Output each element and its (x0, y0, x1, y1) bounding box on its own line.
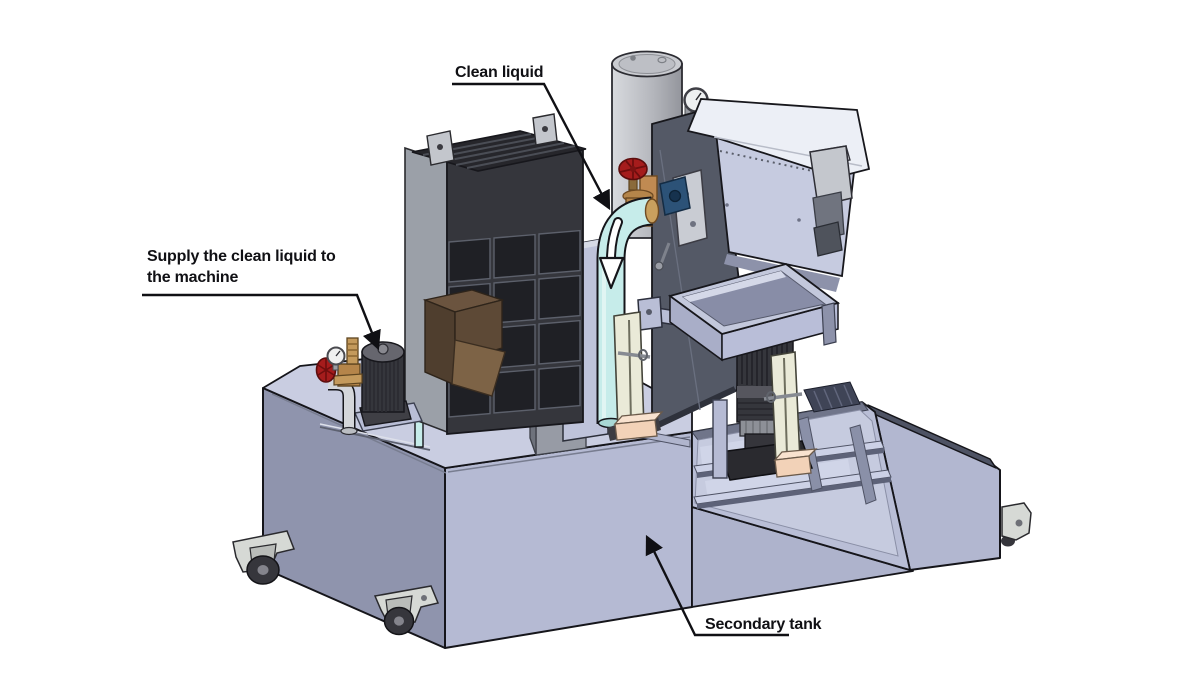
gauge-needle (695, 92, 702, 101)
peach-base-front (614, 419, 658, 441)
tank-top-rim-line (447, 436, 691, 473)
brass-barb-fitting (346, 337, 359, 365)
pipe-flange (340, 426, 358, 436)
motor-cap (377, 343, 389, 355)
head-screw (725, 203, 729, 207)
filter-box (404, 113, 587, 435)
tank-front-face (444, 431, 693, 649)
tank-rail-shadow (697, 477, 891, 509)
peach-base-front (774, 455, 812, 478)
bracket-pin (763, 392, 803, 401)
bracket-slot (628, 319, 632, 425)
tab-hole (542, 126, 548, 132)
tank-top-rim-line (271, 393, 447, 474)
cylinder-port (630, 55, 636, 61)
secondary-tank-leader-arrow (645, 534, 789, 637)
pin-ring (766, 391, 776, 403)
compartment-slats (813, 384, 853, 411)
supply-leader-arrow (142, 293, 381, 351)
brown-chute (451, 339, 506, 397)
brown-box-front (424, 298, 456, 387)
cylinder-port (657, 56, 667, 64)
chip-conveyor (637, 98, 871, 481)
head-screw (797, 218, 801, 222)
clean-liquid-label: Clean liquid (455, 64, 543, 81)
secondary-tank-label: Secondary tank (705, 616, 822, 633)
tank-cross-beam (849, 424, 877, 505)
bracket-hole (421, 595, 427, 601)
conveyor-bottom-roller (652, 386, 737, 430)
grate-slats (422, 133, 576, 169)
support-post (712, 399, 728, 479)
caster-right (1001, 502, 1032, 547)
anchor-base-right (773, 448, 818, 478)
gauge-needle (335, 350, 341, 357)
flow-direction-arrow (598, 217, 625, 290)
cylinder-top-inner (618, 54, 676, 74)
enclosure-wall-line (319, 426, 431, 451)
arm-hole (646, 309, 652, 315)
anchor-base-left (607, 411, 664, 441)
supply-pump-assembly (315, 337, 424, 436)
tab-hole (437, 144, 443, 150)
pipe-top-connector (644, 198, 660, 224)
tray-inner-wall (683, 271, 786, 302)
bearing-eye (668, 189, 682, 203)
bracket-pin (617, 351, 651, 359)
flow-arrow-head (598, 256, 625, 290)
conveyor-drive-motor (809, 145, 853, 257)
tray-leg (821, 302, 837, 346)
clean-liquid-line (596, 157, 660, 429)
discharge-tray (667, 263, 841, 362)
enclosure-wall-highlight (319, 423, 431, 448)
collar-ticks (745, 421, 782, 435)
wheel-hub (257, 565, 269, 575)
annotation-clean-liquid: Clean liquid (452, 64, 611, 211)
filter-box-side (404, 146, 448, 434)
caster-left-front (373, 585, 440, 636)
supply-label-line2: the machine (147, 269, 238, 286)
annotation-secondary-tank: Secondary tank (645, 534, 822, 637)
handwheel-spokes (317, 359, 335, 381)
brass-nut (333, 373, 363, 386)
tension-bolt (659, 242, 671, 265)
bolt-head (654, 261, 664, 271)
caster-left-rear (232, 530, 296, 585)
barb-ribs (347, 343, 358, 357)
tray-interior (681, 270, 827, 327)
flow-arrow-shaft (608, 219, 621, 263)
brown-box (422, 289, 506, 397)
clean-liquid-leader-arrow (452, 82, 611, 211)
plate-hole (690, 221, 696, 227)
bracket-slot (783, 357, 788, 457)
drive-motor-hook (813, 221, 843, 257)
bracket-hole (1015, 519, 1023, 527)
motor-fins (365, 354, 399, 412)
annotation-supply: Supply the clean liquid to the machine (142, 248, 381, 351)
drive-motor-body (809, 145, 853, 207)
supply-label-line1: Supply the clean liquid to (147, 248, 336, 265)
pin-ring (638, 349, 648, 361)
valve-hub (630, 166, 636, 172)
wheel-hub (394, 616, 404, 626)
